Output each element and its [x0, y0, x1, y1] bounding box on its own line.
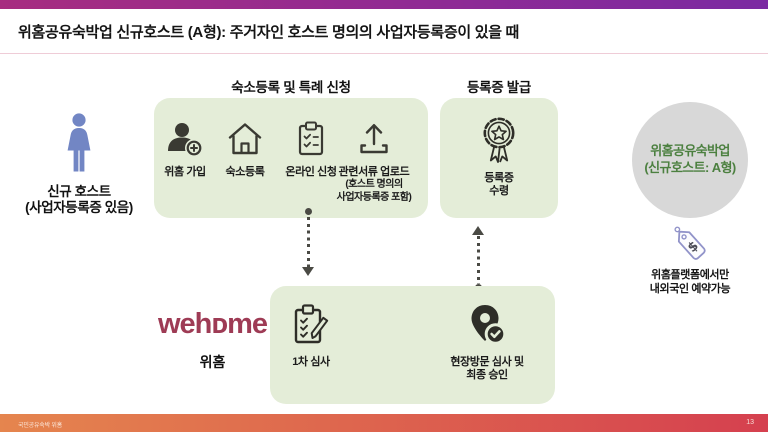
- clipboard-pencil-icon: [294, 304, 329, 344]
- connector-down-line: [306, 217, 310, 267]
- result-circle: 위홈공유숙박업 (신규호스트: A형): [632, 102, 748, 218]
- title-divider: [0, 53, 768, 54]
- step-label-line2: 수령: [489, 185, 509, 198]
- review-box: 1차 심사 현장방문 심사 및 최종 승인: [270, 286, 555, 404]
- step-label: 온라인 신청: [285, 166, 337, 178]
- step-label: 위홈 가입: [164, 166, 206, 178]
- badge-icon: [483, 117, 515, 163]
- upload-icon: [360, 124, 388, 154]
- new-host-actor: 신규 호스트 (사업자등록증 있음): [16, 112, 142, 216]
- page-number: 13: [746, 419, 754, 426]
- registration-box: 위홈 가입 숙소등록 온라인 신청: [154, 98, 428, 218]
- platform-note: 위홈플랫폼에서만 내외국인 예약가능: [622, 268, 758, 297]
- step-label-line2: 최종 승인: [466, 369, 508, 382]
- location-check-icon: [471, 305, 507, 345]
- actor-label-line1: 신규 호스트: [47, 184, 111, 199]
- step-label: 관련서류 업로드: [338, 166, 410, 178]
- slide-title: 위홈공유숙박업 신규호스트 (A형): 주거자인 호스트 명의의 사업자등록증이…: [18, 24, 520, 41]
- connector-up-arrowhead: [472, 226, 484, 235]
- house-icon: [228, 123, 262, 155]
- result-circle-line2: (신규호스트: A형): [644, 160, 736, 175]
- footer-left-text: 국민공유숙박 위홈: [18, 423, 63, 429]
- step-label-line1: 현장방문 심사 및: [450, 356, 524, 368]
- connector-up-line: [476, 236, 480, 284]
- step-label: 1차 심사: [292, 356, 330, 368]
- section-header-registration: 숙소등록 및 특례 신청: [231, 80, 351, 95]
- person-add-icon: [168, 123, 203, 157]
- footer-bar: 국민공유숙박 위홈 13: [0, 414, 768, 432]
- step-online-apply: 온라인 신청: [280, 120, 342, 179]
- wehome-label: 위홈: [199, 354, 226, 370]
- step-label-line1: 등록증: [484, 172, 514, 184]
- section-header-certificate: 등록증 발급: [466, 80, 532, 95]
- step-site-visit-approval: 현장방문 심사 및 최종 승인: [420, 302, 554, 382]
- step-lodging-register: 숙소등록: [216, 120, 274, 179]
- step-sublabel-line2: 사업자등록증 포함): [336, 191, 412, 203]
- step-certificate-receive: 등록증 수령: [440, 114, 558, 198]
- step-upload-documents: 관련서류 업로드 (호스트 명의의 사업자등록증 포함): [322, 120, 426, 204]
- connector-down-start-dot: [304, 208, 312, 215]
- result-circle-line1: 위홈공유숙박업: [650, 143, 730, 159]
- certificate-box: 등록증 수령: [440, 98, 558, 218]
- person-figure-icon: [67, 113, 91, 172]
- step-first-review: 1차 심사: [272, 302, 350, 369]
- top-gradient-bar: [0, 0, 768, 9]
- platform-note-line2: 내외국인 예약가능: [649, 283, 731, 296]
- step-wehome-signup: 위홈 가입: [156, 120, 214, 179]
- platform-note-line1: 위홈플랫폼에서만: [651, 269, 729, 281]
- connector-down-arrowhead: [302, 267, 314, 276]
- step-label: 숙소등록: [225, 166, 265, 178]
- price-tag-icon: $: [666, 222, 714, 268]
- actor-label-line2: (사업자등록증 있음): [25, 200, 133, 216]
- step-sublabel-line1: (호스트 명의의: [345, 179, 403, 191]
- clipboard-check-icon: [298, 121, 324, 156]
- wehome-logo: wehᴅme: [158, 308, 268, 340]
